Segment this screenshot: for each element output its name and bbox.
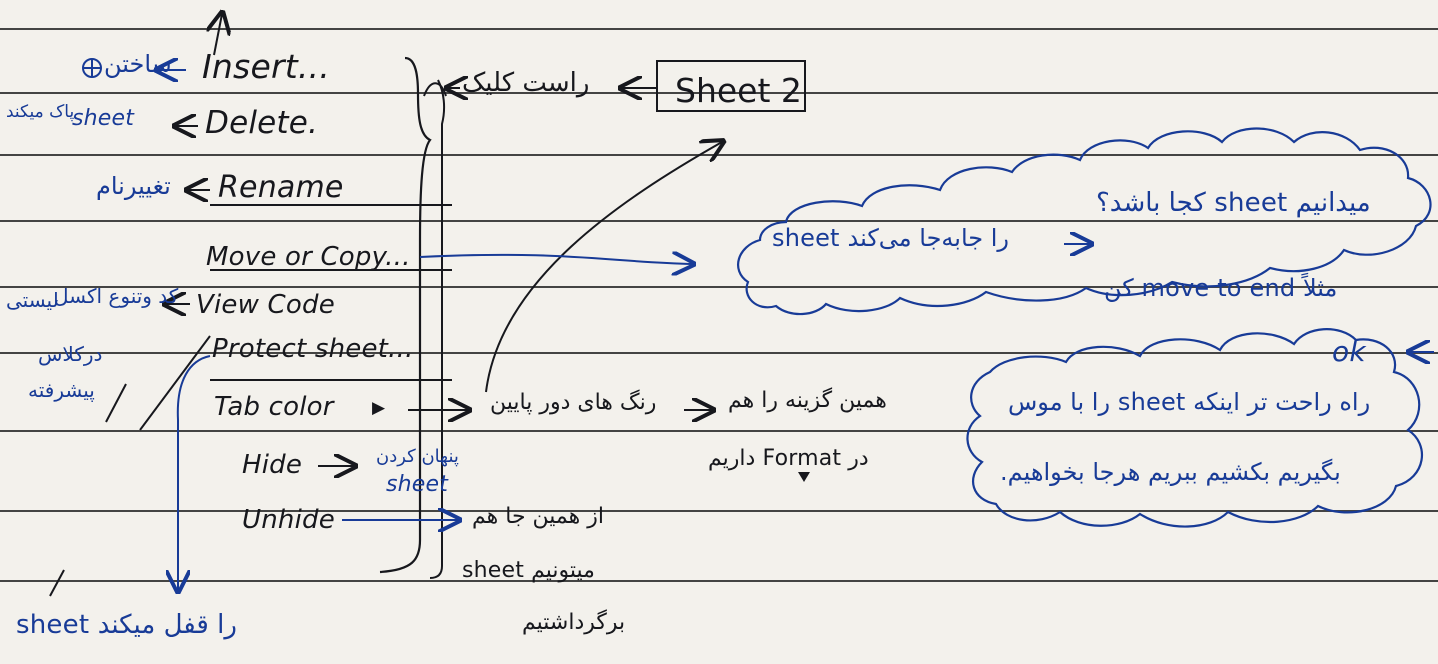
menu-protect-sheet: Protect sheet... [212, 334, 414, 364]
note-hide-line2: sheet [386, 472, 449, 497]
note-format-line2: در Format داریم [708, 446, 869, 471]
top-arrow-line [214, 14, 222, 56]
menu-move-or-copy: Move or Copy... [206, 242, 411, 272]
note-view-code-line2: لیستی [6, 288, 59, 312]
menu-bracket [379, 56, 432, 574]
menu-tab-color: Tab color [214, 392, 334, 422]
note-protect-bottom: sheet را قفل میکند [16, 610, 237, 640]
ruled-line [0, 220, 1438, 222]
note-insert: ساختن [104, 50, 172, 78]
slant-line [105, 383, 127, 423]
cloud-bottom [966, 328, 1424, 528]
submenu-triangle-icon: ▶ [372, 398, 386, 418]
menu-rename: Rename [218, 170, 344, 205]
menu-insert: Insert... [202, 47, 330, 86]
cloud-top [737, 127, 1432, 316]
note-unhide-line3: برگرداشتیم [522, 610, 626, 635]
menu-delete: Delete. [205, 105, 319, 141]
protect-down-arrow [178, 355, 211, 590]
note-unhide-line1: از همین جا هم [472, 504, 604, 529]
note-delete: پاک میکند [6, 102, 75, 122]
note-rename: تغییرنام [96, 172, 171, 200]
ruled-line [0, 510, 1438, 512]
cloud-top-line2: مثلاً move to end کن [1104, 274, 1338, 302]
ruled-line [0, 352, 1438, 354]
note-unhide-line2: میتونیم sheet [462, 558, 595, 583]
sheet-tab-label: Sheet 2 [675, 71, 802, 110]
note-tab-color: رنگ های دور پایین [490, 390, 657, 415]
plus-circle-icon [82, 58, 102, 78]
menu-bracket-inner [429, 79, 446, 579]
menu-unhide: Unhide [242, 505, 335, 535]
format-triangle [798, 472, 810, 482]
cloud-top-line1: میدانیم sheet کجا باشد؟ [1096, 188, 1371, 218]
menu-hide: Hide [242, 450, 303, 480]
cloud-bottom-line1: راه راحت تر اینکه sheet را با موس [1008, 388, 1371, 416]
cloud-top-ok: ok [1332, 335, 1366, 368]
ruled-line [0, 92, 1438, 94]
cloud-bottom-line2: بگیریم بکشیم ببریم هرجا بخواهیم. [1000, 458, 1341, 486]
note-advanced-2: پیشرفته [28, 378, 95, 402]
note-view-code: کد وتنوع اکسل [54, 284, 179, 308]
ruled-line [0, 286, 1438, 288]
ruled-line [0, 28, 1438, 30]
menu-view-code: View Code [196, 290, 335, 320]
ruled-line [0, 580, 1438, 582]
ruled-line [0, 430, 1438, 432]
sheet-tab-box: Sheet 2 [656, 60, 806, 112]
note-hide-line1: پنهان کردن [376, 446, 459, 467]
note-format-line1: همین گزینه را هم [728, 388, 887, 413]
slant-line [49, 569, 65, 597]
cloud-top-line1-note: sheet را جابه‌جا می‌کند [772, 224, 1009, 252]
note-delete-sheet-word: sheet [72, 106, 135, 131]
note-advanced-1: درکلاس [38, 342, 103, 366]
curve-arrow-to-sheet [485, 142, 722, 393]
sheet-tab-note: راست کلیک [462, 68, 590, 98]
move-copy-arrow [419, 255, 692, 264]
slant-line [139, 335, 211, 431]
